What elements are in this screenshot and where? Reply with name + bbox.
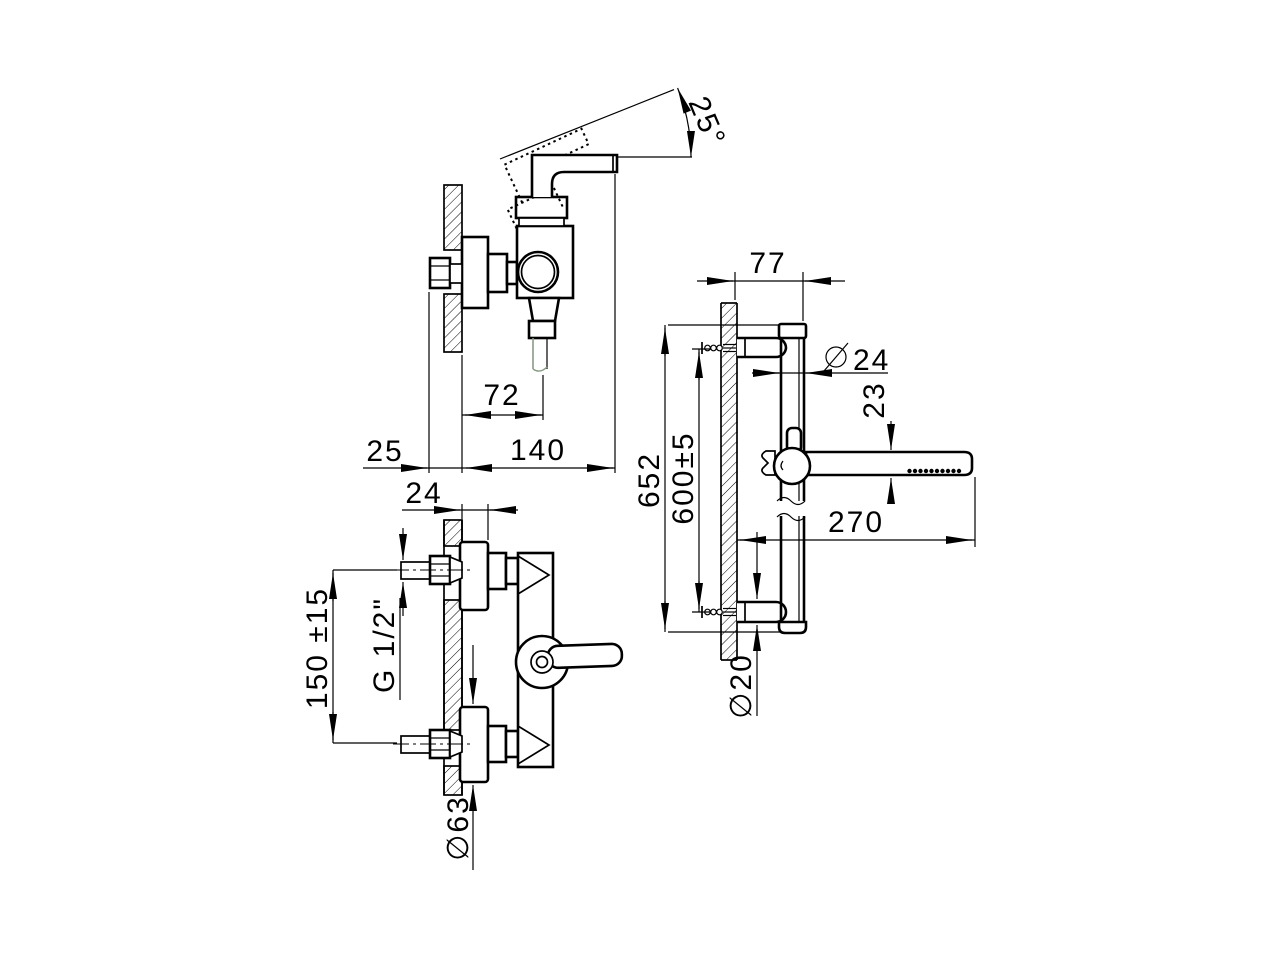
dim-escutcheon-depth: 24 [402,477,518,540]
diameter-value: 63 [442,795,475,832]
dim-fixing-hole-spacing: 600±5 [667,348,710,613]
shower-holder [761,426,812,486]
dim-overall-height-label: 652 [633,452,666,508]
dim-outlet-offset: 72 [462,379,543,419]
diameter-value: 20 [725,653,758,690]
dim-connection-thread: G 1/2" [368,528,407,700]
union-cone-bottom [517,725,551,765]
inlet-bottom [393,728,470,760]
dim-fixing-hole-spacing-label: 600±5 [667,431,700,524]
union-cone-top [517,555,551,595]
dim-connection-thread-label: G 1/2" [368,597,401,693]
holder-knob [772,446,812,486]
escutcheon-side [460,235,490,310]
spray-nozzles-dots [907,468,962,474]
dim-bracket-tube-diameter-label: ∅20 [725,653,758,719]
mixer-handle-side [530,153,619,197]
dim-escutcheon-diameter: ∅63 [442,645,477,870]
diameter-symbol-icon [823,342,849,372]
diameter-symbol: ∅ [442,833,475,861]
dim-handshower-diameter-label: 23 [858,381,891,418]
diverter-knob [516,250,560,294]
rail-bottom-cap [777,620,808,635]
dim-handshower-diameter: 23 [858,381,895,504]
dim-wall-clearance: 77 [697,247,845,321]
wall-section-hatch [443,293,463,353]
dim-handshower-length: 270 [737,477,976,547]
dim-escutcheon-diameter-label: ∅63 [442,795,475,861]
dim-overall-height: 652 [633,324,780,633]
wall-section-hatch [443,184,463,251]
holder-knob-notch [780,460,784,471]
diameter-symbol: ∅ [725,691,758,719]
dim-depths: 25 140 [363,434,615,472]
union-connector-step [505,260,519,286]
union-bottom-step [504,729,520,759]
inlet-top [393,554,470,586]
rail-view: 77 24 23 652 [633,247,976,719]
dim-wall-clearance-label: 77 [749,247,786,280]
inlet-fitting [428,256,463,290]
escutcheon-bottom [458,705,490,784]
dim-rail-diameter: 24 [752,342,890,377]
cartridge-ring [518,217,565,227]
break-symbol [776,496,806,506]
hand-shower [804,450,974,477]
dim-outlet-offset-label: 72 [483,379,520,412]
union-connector [486,252,509,294]
holder-clip [761,450,776,476]
dim-inlet-spacing-label: 150 ±15 [301,587,334,709]
break-symbol [776,512,806,522]
dim-inlet-spacing: 150 ±15 [301,569,397,744]
dim-rail-diameter-label: 24 [853,344,890,377]
diverter-knob-inner [520,254,556,290]
dim-inlet-setback-label: 25 [366,435,403,468]
handle-lever [546,642,624,670]
mixer-handle-front [514,634,624,690]
wall-section-hatch [720,302,738,661]
outlet-and-hose [527,296,561,372]
union-top [486,551,508,591]
rail-top-cap [777,322,808,340]
escutcheon-top [458,540,490,612]
dim-escutcheon-depth-label: 24 [405,477,442,510]
dim-handshower-length-label: 270 [828,506,884,539]
front-view: 24 G 1/2" 150 ±15 ∅63 [301,477,624,870]
break-gap [776,501,809,516]
dim-depth-from-wall-label: 140 [510,434,566,467]
union-bottom [486,724,508,764]
side-view: 25° 72 25 140 [363,87,732,473]
dim-bracket-tube-diameter: ∅20 [725,532,761,719]
union-top-step [504,556,520,586]
hose-break-line [532,366,548,372]
